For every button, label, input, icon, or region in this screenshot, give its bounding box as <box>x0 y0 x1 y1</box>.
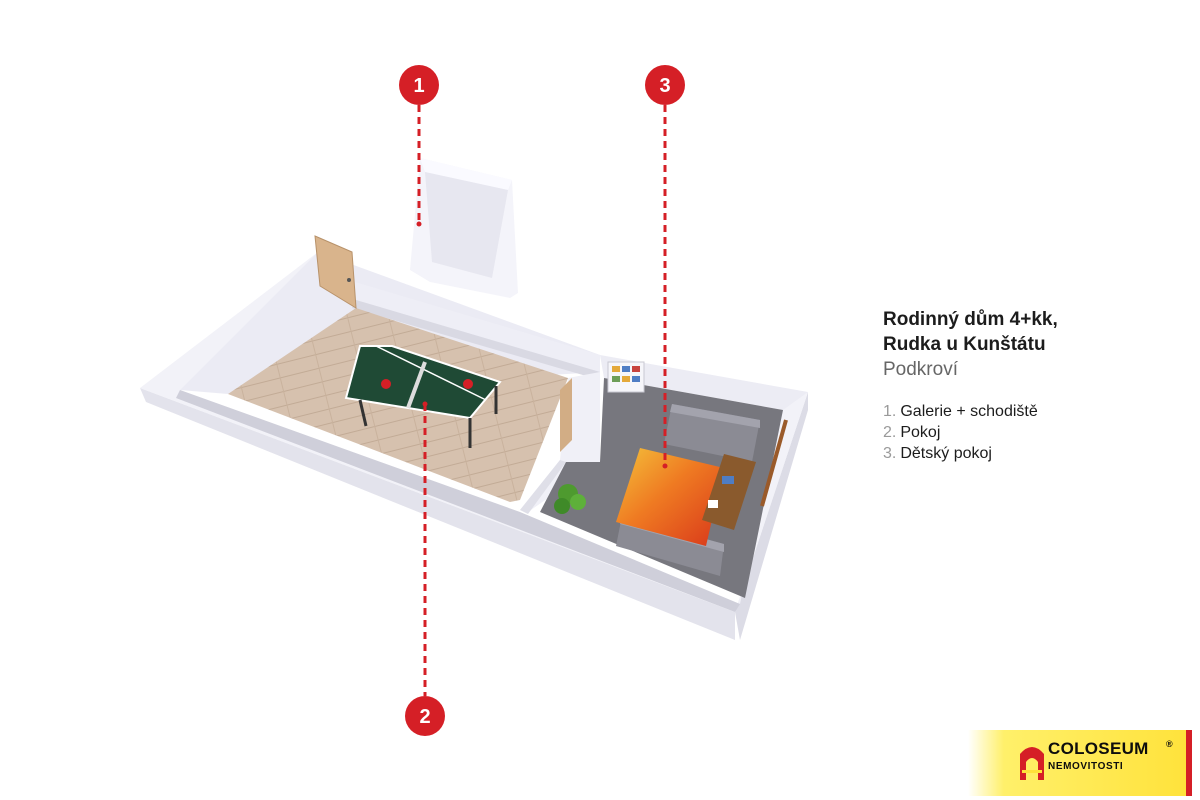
paddle-left <box>381 379 391 389</box>
door-handle <box>347 278 351 282</box>
desk <box>702 454 756 530</box>
info-panel: Rodinný dům 4+kk, Rudka u Kunštátu Podkr… <box>883 307 1058 464</box>
door <box>314 235 357 309</box>
window-frame <box>760 419 788 507</box>
marker-3-label: 3 <box>659 75 670 97</box>
walls <box>140 158 808 640</box>
logo-brand: COLOSEUM <box>1048 739 1149 758</box>
room-legend: 1.Galerie + schodiště 2.Pokoj 3.Dětský p… <box>883 401 1058 464</box>
marker-1: 1 <box>399 65 439 227</box>
bed-top <box>664 404 760 462</box>
partition-door <box>560 378 572 452</box>
rug <box>616 448 724 546</box>
marker-1-label: 1 <box>413 75 424 97</box>
property-title-line-2: Rudka u Kunštátu <box>883 334 1046 355</box>
plant <box>554 484 586 514</box>
floor-subtitle: Podkroví <box>883 359 958 380</box>
marker-2: 2 <box>405 401 445 736</box>
logo-stripe <box>1186 730 1192 796</box>
marker-3: 3 <box>645 65 685 469</box>
ping-pong-table <box>344 345 502 448</box>
marker-2-label: 2 <box>419 706 430 728</box>
bookshelf <box>607 361 645 393</box>
logo-registered: ® <box>1166 739 1173 749</box>
legend-item: 2.Pokoj <box>883 424 941 441</box>
coloseum-logo: COLOSEUM ® NEMOVITOSTI <box>968 730 1192 796</box>
logo-tagline: NEMOVITOSTI <box>1048 761 1124 772</box>
property-title-line-1: Rodinný dům 4+kk, <box>883 309 1058 330</box>
coloseum-arch-icon <box>1020 747 1044 780</box>
paddle-right <box>463 379 473 389</box>
legend-item: 1.Galerie + schodiště <box>883 403 1038 420</box>
legend-item: 3.Dětský pokoj <box>883 445 992 462</box>
